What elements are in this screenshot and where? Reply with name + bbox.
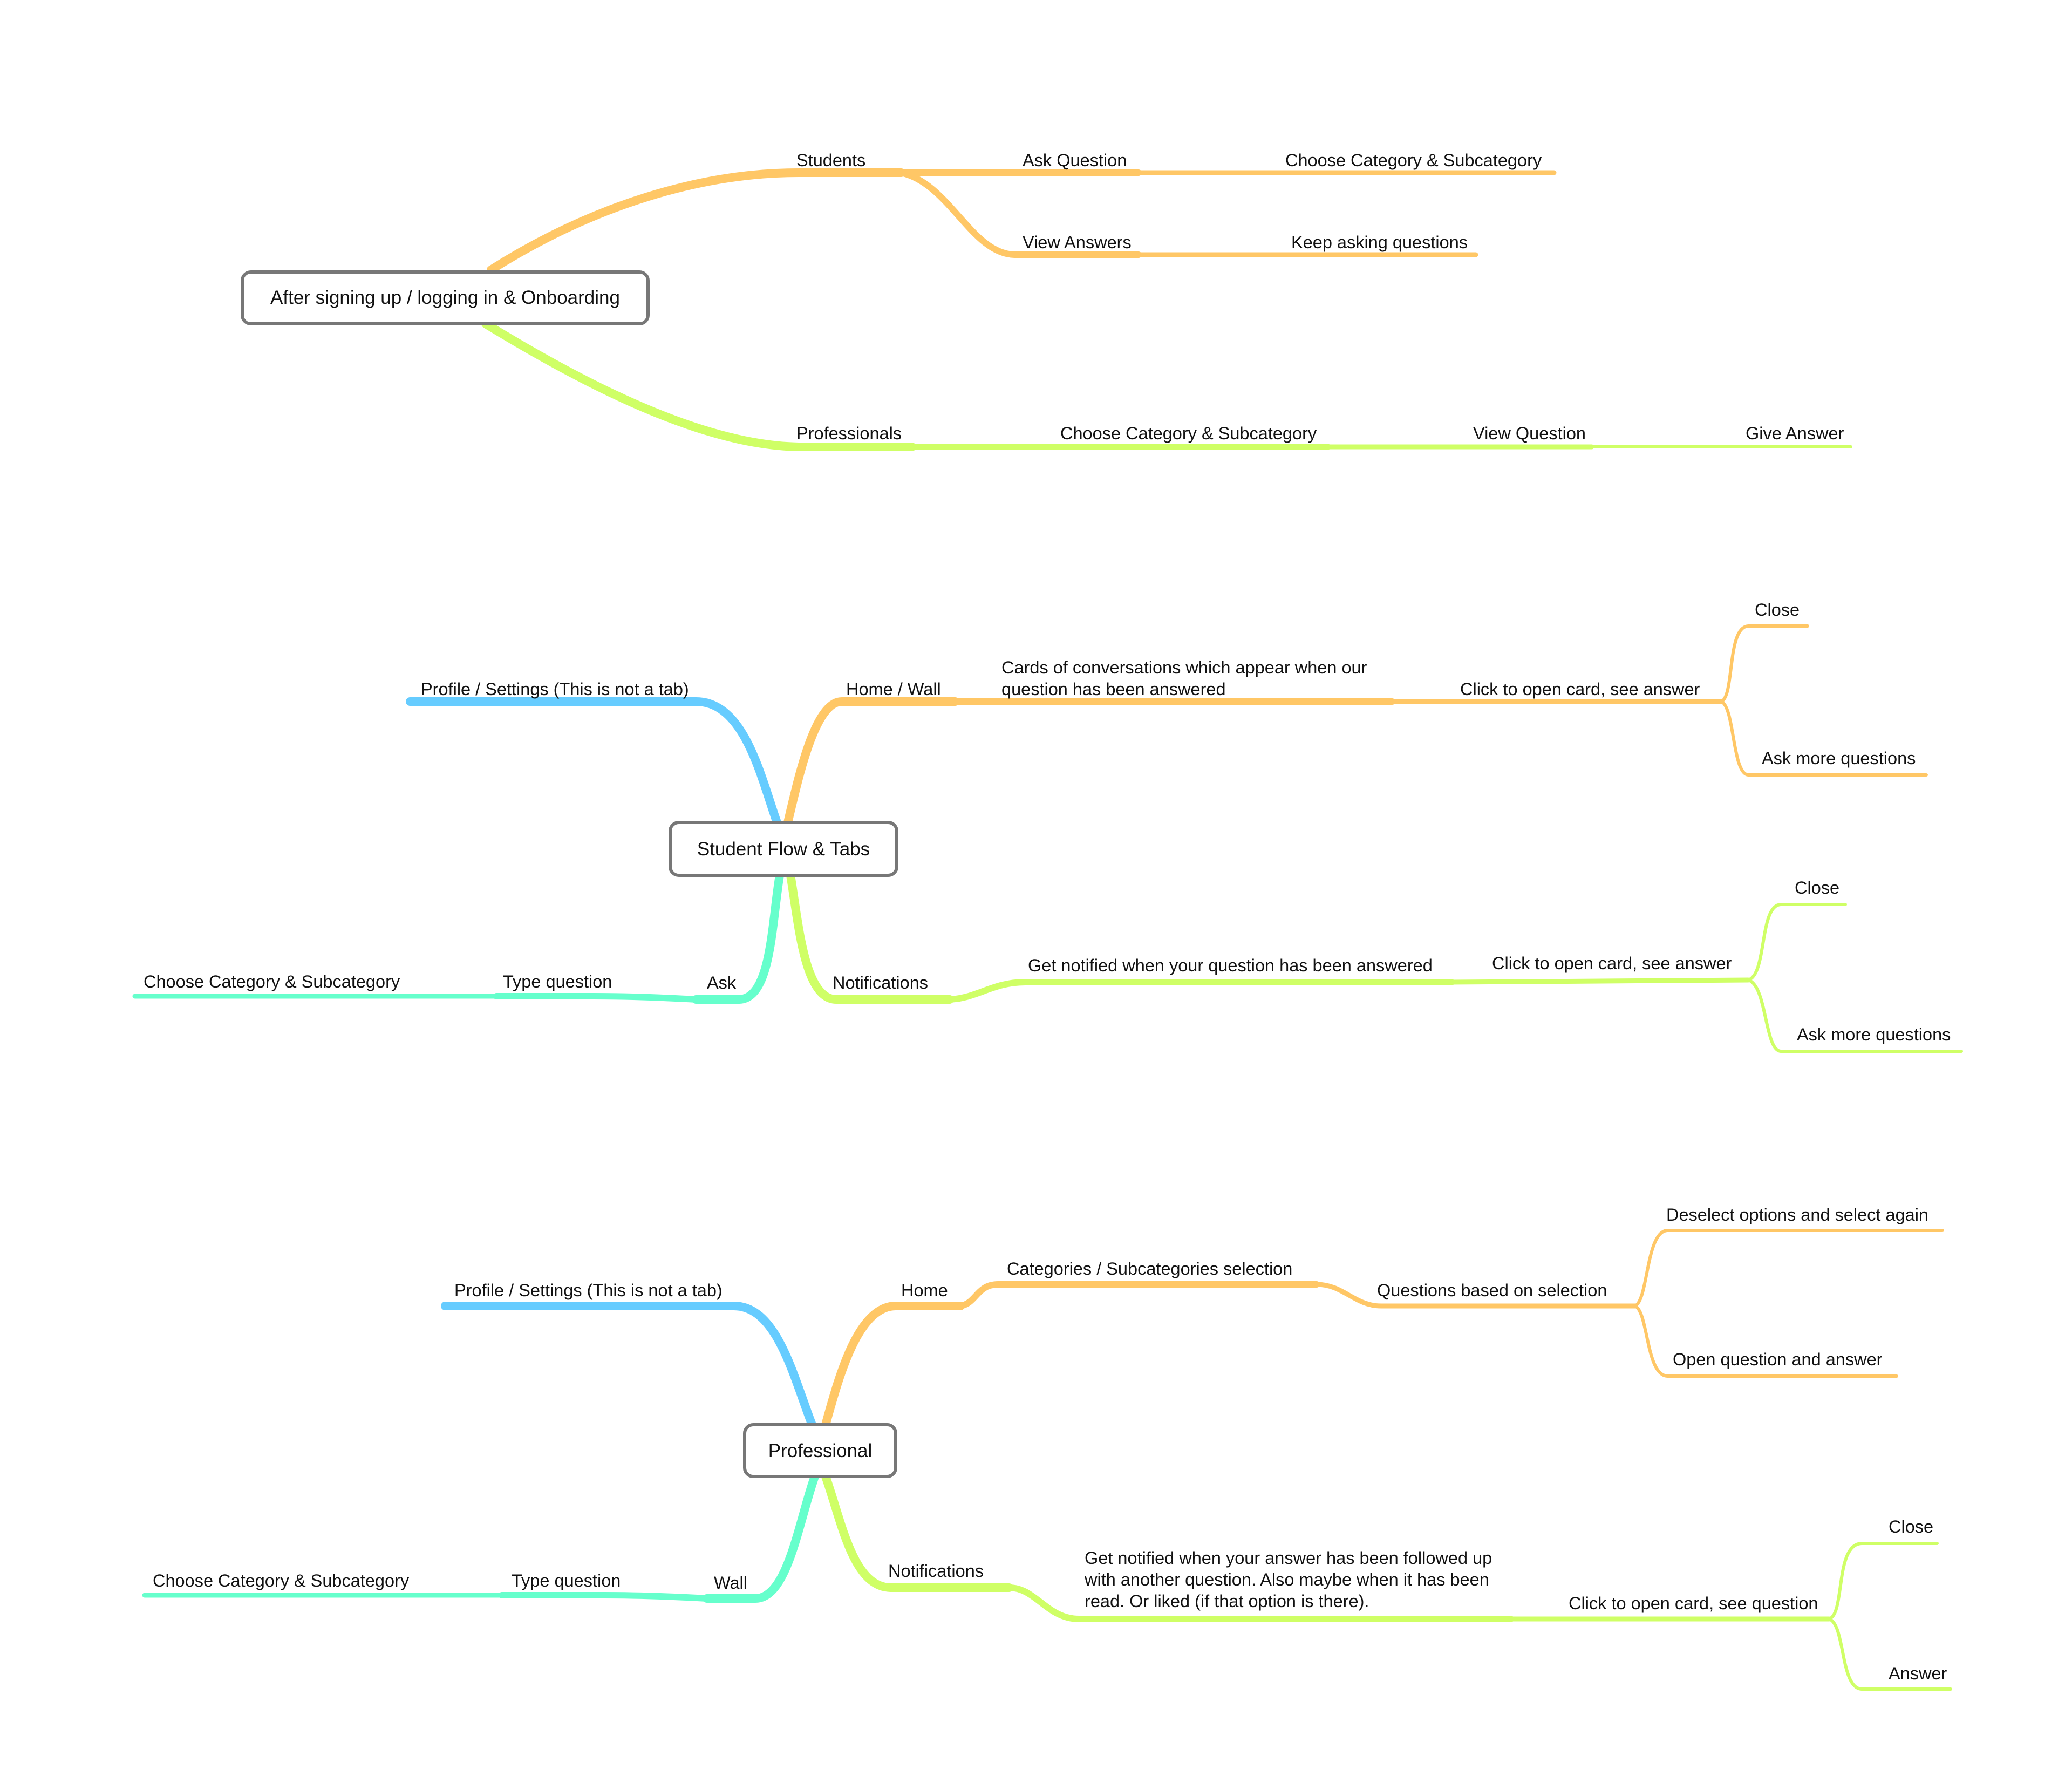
connector-root-profile xyxy=(406,697,781,827)
node-get-notified-answer-followed-line-3: read. Or liked (if that option is there)… xyxy=(1085,1591,1369,1611)
node-profile-settings[interactable]: Profile / Settings (This is not a tab) xyxy=(454,1281,723,1300)
root-node-label: Professional xyxy=(768,1440,873,1461)
node-answer[interactable]: Answer xyxy=(1889,1664,1947,1683)
node-categories-subcategories-selection[interactable]: Categories / Subcategories selection xyxy=(1007,1259,1292,1278)
connector-get-notified-click-open xyxy=(1449,977,1751,985)
connector-wall-type-question xyxy=(499,1592,710,1602)
connector-root-notifications xyxy=(821,1472,1013,1592)
node-home[interactable]: Home xyxy=(901,1281,948,1300)
connector-click-open-close xyxy=(1828,1542,1939,1621)
connector-root-notifications xyxy=(786,871,954,1004)
connector-click-open-ask-more xyxy=(1747,978,1963,1053)
mind-map-student-flow: Student Flow & Tabs Profile / Settings (… xyxy=(132,600,1963,1053)
connector-root-professionals xyxy=(481,319,916,451)
connector-notifications-get-notified xyxy=(1006,1584,1514,1622)
node-cards-of-conversations-line-1: Cards of conversations which appear when… xyxy=(1001,658,1367,677)
node-click-open-see-answer[interactable]: Click to open card, see answer xyxy=(1460,679,1700,699)
connector-root-wall xyxy=(703,1472,819,1603)
node-notifications[interactable]: Notifications xyxy=(888,1561,984,1581)
connector-click-open-close xyxy=(1720,624,1809,703)
node-close[interactable]: Close xyxy=(1889,1517,1933,1536)
node-keep-asking-questions[interactable]: Keep asking questions xyxy=(1291,233,1468,252)
node-home-wall[interactable]: Home / Wall xyxy=(846,679,941,699)
mind-map-professional: Professional Profile / Settings (This is… xyxy=(142,1205,1952,1691)
node-ask-more-questions[interactable]: Ask more questions xyxy=(1797,1025,1951,1044)
connector-home-categories xyxy=(957,1281,1320,1309)
node-view-answers[interactable]: View Answers xyxy=(1023,233,1132,252)
node-questions-based-on-selection[interactable]: Questions based on selection xyxy=(1377,1281,1607,1300)
node-give-answer[interactable]: Give Answer xyxy=(1746,424,1844,443)
connector-root-ask xyxy=(692,871,784,1004)
root-node-label: After signing up / logging in & Onboardi… xyxy=(270,287,620,308)
node-ask[interactable]: Ask xyxy=(707,973,737,992)
node-cards-of-conversations-line-2: question has been answered xyxy=(1001,679,1226,699)
node-ask-more-questions[interactable]: Ask more questions xyxy=(1762,748,1916,768)
node-click-open-see-answer[interactable]: Click to open card, see answer xyxy=(1492,954,1732,973)
node-click-open-see-question[interactable]: Click to open card, see question xyxy=(1569,1594,1818,1613)
root-node-box[interactable] xyxy=(669,821,898,877)
connector-click-open-answer xyxy=(1828,1617,1952,1691)
node-type-question[interactable]: Type question xyxy=(503,972,612,991)
connector-ask-type-question xyxy=(493,993,699,1003)
node-professionals[interactable]: Professionals xyxy=(796,424,902,443)
root-node-box[interactable] xyxy=(241,270,650,325)
connector-root-students xyxy=(487,168,905,274)
node-choose-category-subcategory[interactable]: Choose Category & Subcategory xyxy=(1060,424,1317,443)
node-choose-category-subcategory[interactable]: Choose Category & Subcategory xyxy=(144,972,400,991)
node-students[interactable]: Students xyxy=(796,151,865,170)
node-deselect-options[interactable]: Deselect options and select again xyxy=(1666,1205,1928,1224)
node-get-notified-answer-followed[interactable]: Get notified when your answer has been f… xyxy=(1084,1548,1497,1611)
root-node-box[interactable] xyxy=(743,1423,897,1478)
node-profile-settings[interactable]: Profile / Settings (This is not a tab) xyxy=(421,679,689,699)
connector-click-open-close xyxy=(1747,903,1847,982)
connector-click-open-ask-more xyxy=(1720,700,1928,777)
node-get-notified-question-answered[interactable]: Get notified when your question has been… xyxy=(1028,956,1433,975)
node-get-notified-answer-followed-line-1: Get notified when your answer has been f… xyxy=(1085,1548,1492,1568)
connector-root-profile xyxy=(441,1302,816,1429)
node-choose-category-subcategory[interactable]: Choose Category & Subcategory xyxy=(153,1571,410,1590)
node-close[interactable]: Close xyxy=(1755,600,1800,620)
node-open-question-answer[interactable]: Open question and answer xyxy=(1673,1350,1883,1369)
connector-questions-deselect xyxy=(1633,1229,1944,1308)
connector-root-home-wall xyxy=(783,697,959,827)
connector-notifications-get-notified xyxy=(946,979,1455,1003)
node-notifications[interactable]: Notifications xyxy=(833,973,928,992)
mind-map-onboarding: After signing up / logging in & Onboardi… xyxy=(241,151,1852,451)
node-wall[interactable]: Wall xyxy=(714,1573,747,1593)
node-close[interactable]: Close xyxy=(1795,878,1839,897)
connector-students-view-answers xyxy=(898,169,1142,258)
connector-categories-questions xyxy=(1314,1282,1638,1309)
root-node-label: Student Flow & Tabs xyxy=(697,839,870,860)
connector-root-home xyxy=(821,1302,965,1429)
connector-questions-open-answer xyxy=(1633,1304,1898,1378)
node-ask-question[interactable]: Ask Question xyxy=(1023,151,1127,170)
node-choose-category-subcategory[interactable]: Choose Category & Subcategory xyxy=(1285,151,1542,170)
node-type-question[interactable]: Type question xyxy=(512,1571,621,1590)
node-get-notified-answer-followed-line-2: with another question. Also maybe when i… xyxy=(1084,1570,1489,1589)
node-view-question[interactable]: View Question xyxy=(1473,424,1586,443)
node-cards-of-conversations[interactable]: Cards of conversations which appear when… xyxy=(1001,658,1372,699)
